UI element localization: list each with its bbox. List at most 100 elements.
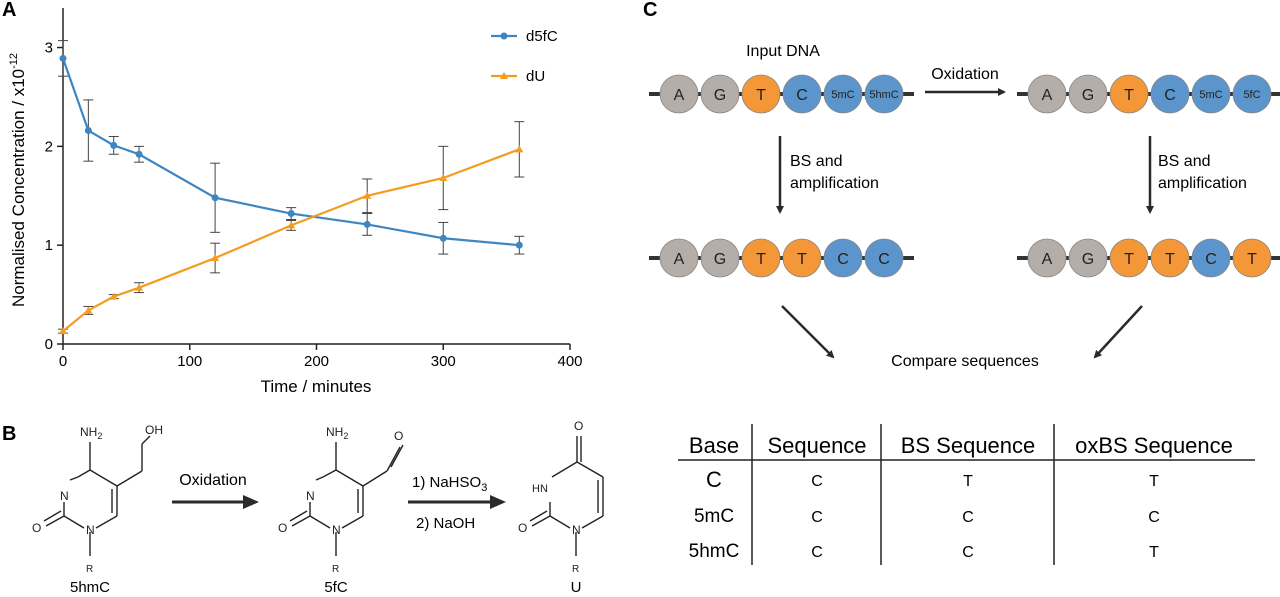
n-label: N (86, 523, 95, 537)
table-row: 5hmC C C T (689, 541, 1159, 562)
nucleotide-bead (659, 74, 699, 114)
legend-marker-dU (500, 72, 508, 79)
panel-b: B NH2 OH N N O R 5hmC (2, 419, 604, 596)
nucleotide-label: C (796, 87, 808, 104)
o-label: O (518, 521, 527, 535)
bs-label-right-line1: BS and (1158, 153, 1210, 170)
oxidation-label: Oxidation (931, 66, 999, 83)
compare-arrow-left (781, 305, 835, 359)
nucleotide-bead (823, 74, 863, 114)
molecule-5hmc (43, 435, 151, 556)
nucleotide-bead (1232, 74, 1272, 114)
molecule-5fc-labels: NH2 O N N O R (278, 425, 403, 575)
nucleotide-label: A (674, 87, 685, 104)
table-header-cell: Sequence (767, 433, 866, 458)
bisulfite-step-label: 1) NaHSO3 (412, 474, 487, 494)
ring-bond (77, 469, 91, 478)
x-tick-label: 200 (304, 353, 329, 370)
bs-label-right-line2: amplification (1158, 175, 1247, 192)
panel-label-b: B (2, 423, 16, 445)
nucleotide-label: C (837, 251, 849, 268)
oh-label: OH (145, 423, 163, 437)
data-point-dU (439, 173, 448, 181)
table-cell: C (811, 473, 823, 490)
nucleotide-label: G (1082, 251, 1094, 268)
nucleotide-label: A (1042, 87, 1053, 104)
nucleotide-label: G (1082, 87, 1094, 104)
nucleotide-bead (1027, 238, 1067, 278)
nucleotide-label: 5mC (1199, 89, 1222, 101)
nucleotide-label: T (1124, 251, 1134, 268)
y-tick-label: 2 (45, 138, 53, 155)
x-tick-label: 300 (431, 353, 456, 370)
data-point-dU (287, 221, 296, 229)
data-point-d5fC (287, 210, 295, 218)
nucleotide-bead (1191, 74, 1231, 114)
r-label: R (86, 564, 93, 575)
nucleotide-label: A (674, 251, 685, 268)
data-point-dU (135, 283, 144, 291)
molecule-5fc (289, 442, 404, 556)
r-label: R (572, 564, 579, 575)
table-cell-base: 5mC (694, 506, 734, 527)
nh2-label: NH2 (80, 425, 102, 441)
data-point-dU (211, 254, 220, 262)
carbonyl-bond (43, 510, 62, 522)
nucleotide-label: C (1205, 251, 1217, 268)
data-point-d5fC (363, 220, 371, 228)
panel-label-c: C (643, 0, 657, 21)
nucleotide-bead (1232, 238, 1272, 278)
x-axis-label: Time / minutes (261, 377, 372, 396)
n-label: N (332, 523, 341, 537)
data-point-dU (84, 306, 93, 314)
table-row: C C T T (706, 467, 1159, 492)
nucleotide-bead (864, 238, 904, 278)
series-line-dU (62, 148, 520, 333)
table-header-cell: Base (689, 433, 739, 458)
data-point-dU (109, 292, 118, 300)
ring-bond (89, 469, 118, 487)
nucleotide-label: T (756, 87, 766, 104)
data-point-dU (59, 327, 67, 335)
nucleotide-label: A (1042, 251, 1053, 268)
nucleotide-bead (700, 74, 740, 114)
legend-label-dU: dU (526, 68, 545, 85)
nh2-label: NH2 (326, 425, 348, 441)
table-header-cell: oxBS Sequence (1075, 433, 1233, 458)
carbonyl-bond (45, 515, 65, 527)
nucleotide-bead (1150, 238, 1190, 278)
nucleotide-bead (1150, 74, 1190, 114)
table-cell: C (811, 509, 823, 526)
nucleotide-label: G (714, 87, 726, 104)
table-cell: T (1149, 544, 1159, 561)
nucleotide-bead (864, 74, 904, 114)
nucleotide-bead (1109, 238, 1149, 278)
chain-bond (116, 470, 143, 487)
nucleotide-bead (1068, 238, 1108, 278)
results-table: Base Sequence BS Sequence oxBS Sequence … (678, 424, 1255, 565)
data-point-dU (515, 145, 524, 153)
caption-u: U (571, 579, 582, 596)
molecule-uracil (529, 436, 604, 556)
r-label: R (332, 564, 339, 575)
nucleotide-label: 5hmC (869, 89, 898, 101)
n-label: N (572, 523, 581, 537)
nucleotide-bead (741, 74, 781, 114)
nucleotide-bead (1191, 238, 1231, 278)
n-label: N (306, 489, 315, 503)
nucleotide-bead (1068, 74, 1108, 114)
nucleotide-bead (1109, 74, 1149, 114)
nucleotide-bead (700, 238, 740, 278)
compare-sequences-label: Compare sequences (891, 353, 1039, 370)
table-row: 5mC C C C (694, 506, 1160, 527)
table-cell-base: C (706, 467, 722, 492)
molecule-uracil-labels: O HN N O R (518, 419, 583, 575)
o-label: O (574, 419, 583, 433)
ring-bond (95, 515, 118, 529)
